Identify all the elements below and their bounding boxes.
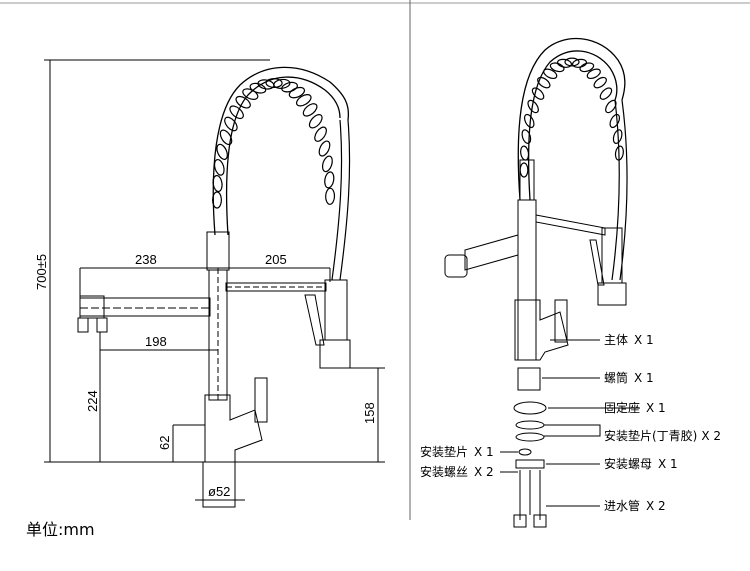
- part-label-gasket: 安装垫片(丁青胶)X 2: [604, 428, 721, 443]
- dim-base-label: ø52: [208, 484, 230, 499]
- coil-loop: [224, 116, 238, 132]
- part-nut: [515, 459, 545, 469]
- coil-loop: [520, 145, 530, 161]
- coil-loop: [318, 140, 331, 157]
- coil-loop: [219, 129, 233, 146]
- spring-coil-loops: [211, 78, 336, 209]
- spring-coil-right: [517, 37, 626, 201]
- coil-loop: [321, 155, 333, 173]
- part-gasket-2: [515, 432, 545, 442]
- coil-loop: [537, 76, 551, 89]
- coil-loop: [216, 143, 228, 160]
- base-pipe: [202, 461, 236, 508]
- sprayer-head: [319, 339, 351, 369]
- part-fixing-seat: [513, 401, 547, 415]
- coil-loop: [564, 57, 580, 67]
- spout-right: [464, 234, 519, 271]
- spring-base: [206, 231, 230, 271]
- right-view: [444, 37, 640, 528]
- part-gasket-1: [515, 420, 545, 430]
- unit-label: 单位:mm: [26, 520, 95, 539]
- coil-loop: [523, 113, 535, 129]
- coil-loop: [579, 62, 595, 73]
- height-dim-label: 700±5: [34, 254, 49, 290]
- coil-loop: [302, 103, 318, 117]
- dim-224-label: 224: [85, 390, 100, 412]
- coil-loop: [308, 114, 323, 129]
- dim-62-label: 62: [157, 436, 172, 450]
- sprayer-body: [324, 279, 348, 341]
- lever: [254, 377, 268, 423]
- dim-158-label: 158: [362, 402, 377, 424]
- aerator-right: [444, 254, 468, 278]
- coil-loop: [325, 187, 336, 205]
- coil-loop: [249, 82, 267, 94]
- coil-loop: [609, 113, 621, 129]
- dim-198-label: 198: [145, 334, 167, 349]
- dim-238-label: 238: [135, 252, 157, 267]
- coil-loop: [599, 87, 613, 100]
- coil-loop: [593, 76, 607, 89]
- coil-loop: [211, 191, 222, 209]
- lower-body: [204, 394, 263, 463]
- part-screw-tube: [517, 367, 541, 391]
- coil-loop: [527, 99, 539, 114]
- part-small-gasket: [518, 448, 532, 456]
- coil-loop: [556, 58, 573, 68]
- main-column-right: [517, 199, 537, 361]
- dim-205-label: 205: [265, 252, 287, 267]
- coil-loop: [281, 81, 298, 93]
- coil-loop: [519, 162, 529, 178]
- sprayer-handle: [304, 294, 325, 346]
- coil-loop: [324, 171, 335, 189]
- left-view: [44, 59, 385, 508]
- coil-loop: [614, 145, 624, 161]
- sprayer-right: [601, 227, 623, 284]
- hose-right: [331, 119, 343, 281]
- coil-loop: [543, 68, 558, 80]
- coil-loop: [288, 86, 306, 99]
- coil-loop: [295, 94, 312, 107]
- crossbar-right: [535, 214, 606, 236]
- coil-loop: [314, 126, 327, 142]
- coil-loop: [229, 105, 244, 120]
- coil-loop: [212, 174, 223, 193]
- left-spout: [79, 297, 211, 317]
- lower-body-right: [514, 299, 569, 361]
- coil-loop: [265, 78, 283, 89]
- coil-loop: [586, 68, 601, 80]
- coil-loop: [521, 129, 532, 144]
- sprayer-head-right: [597, 282, 627, 306]
- coil-loop: [612, 129, 623, 144]
- coil-loop: [213, 158, 225, 176]
- coil-loop: [531, 87, 545, 100]
- coil-loop: [235, 95, 251, 109]
- hose-left: [339, 119, 351, 281]
